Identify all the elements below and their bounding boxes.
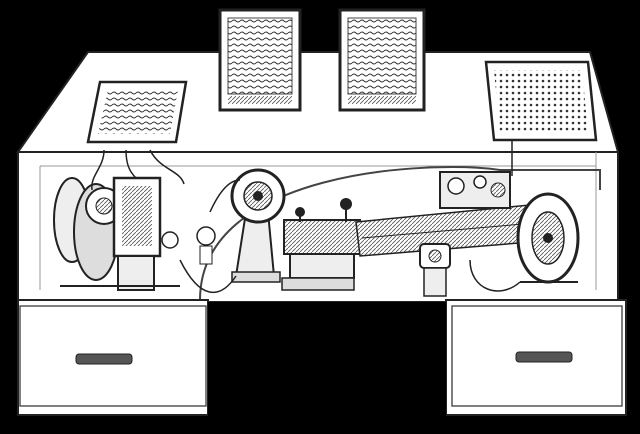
left-motor-assembly xyxy=(53,149,216,291)
microfilm-tray xyxy=(281,198,361,291)
right-viewing-screen xyxy=(338,8,426,112)
right-pedestal xyxy=(445,299,627,416)
keyboard-panel xyxy=(484,60,598,142)
left-drawer-handle xyxy=(75,353,133,365)
left-pedestal xyxy=(17,299,209,416)
cable-loops xyxy=(179,179,521,294)
film-reel-unit xyxy=(230,168,286,283)
writing-plate xyxy=(86,80,188,144)
kneehole xyxy=(208,302,446,434)
left-viewing-screen xyxy=(218,8,302,112)
control-gearbox xyxy=(439,140,513,209)
right-drum xyxy=(516,192,580,284)
right-drawer-handle xyxy=(515,351,573,363)
small-motor xyxy=(419,243,451,297)
